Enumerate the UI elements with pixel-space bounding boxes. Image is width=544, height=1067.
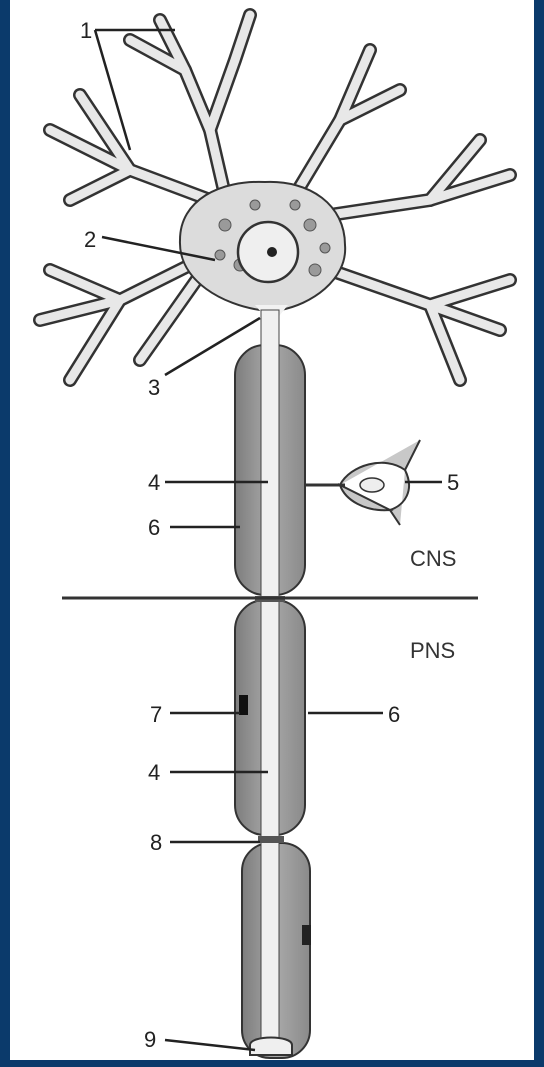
nucleolus — [267, 247, 277, 257]
label-6-upper: 6 — [148, 515, 160, 540]
neuron-diagram: 1 2 3 4 5 6 7 6 4 8 9 CNS PNS — [10, 0, 534, 1060]
label-1: 1 — [80, 18, 92, 43]
label-7: 7 — [150, 702, 162, 727]
label-6-lower: 6 — [388, 702, 400, 727]
schwann-nucleus-lower — [302, 925, 311, 945]
region-label-pns: PNS — [410, 638, 455, 663]
label-5: 5 — [447, 470, 459, 495]
diagram-frame: 1 2 3 4 5 6 7 6 4 8 9 CNS PNS — [10, 0, 534, 1060]
label-8: 8 — [150, 830, 162, 855]
label-9: 9 — [144, 1027, 156, 1052]
label-3: 3 — [148, 375, 160, 400]
oligodendrocyte — [306, 440, 420, 525]
label-4-lower: 4 — [148, 760, 160, 785]
region-label-cns: CNS — [410, 546, 456, 571]
label-2: 2 — [84, 227, 96, 252]
schwann-nucleus — [239, 695, 248, 715]
label-4-upper: 4 — [148, 470, 160, 495]
